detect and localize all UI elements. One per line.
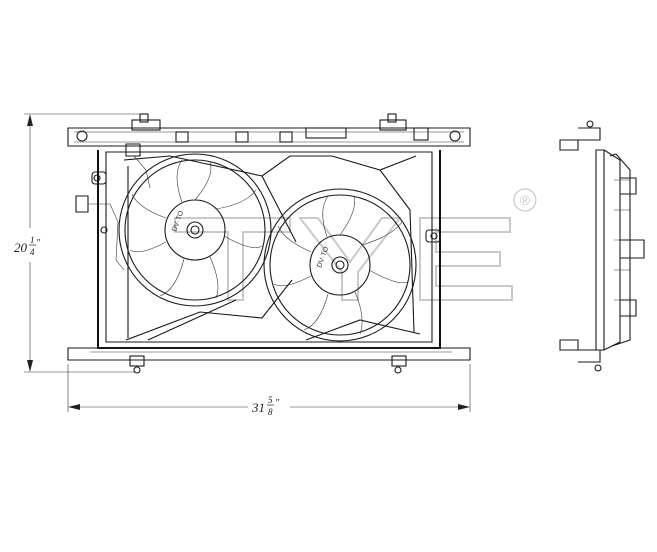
height-whole: 20 [14, 240, 28, 255]
width-denominator: 8 [268, 407, 273, 417]
watermark-logo: ® [174, 188, 537, 301]
right-fan: DV·TO [263, 188, 417, 342]
width-numerator: 5 [268, 395, 273, 405]
left-fan: DV·TO [118, 153, 272, 307]
height-dimension: 20 1 4 ″ [14, 113, 140, 373]
height-denominator: 4 [30, 247, 35, 257]
side-view [559, 120, 645, 372]
svg-text:DV·TO: DV·TO [171, 209, 185, 232]
width-unit: ″ [275, 398, 280, 409]
front-view: DV·TO DV·TO [67, 113, 471, 374]
width-whole: 31 [251, 400, 265, 415]
height-unit: ″ [36, 238, 41, 249]
registered-mark: ® [520, 192, 531, 208]
svg-text:DV·TO: DV·TO [316, 245, 330, 268]
height-numerator: 1 [30, 235, 35, 245]
width-dimension: 31 5 8 ″ [67, 364, 471, 417]
